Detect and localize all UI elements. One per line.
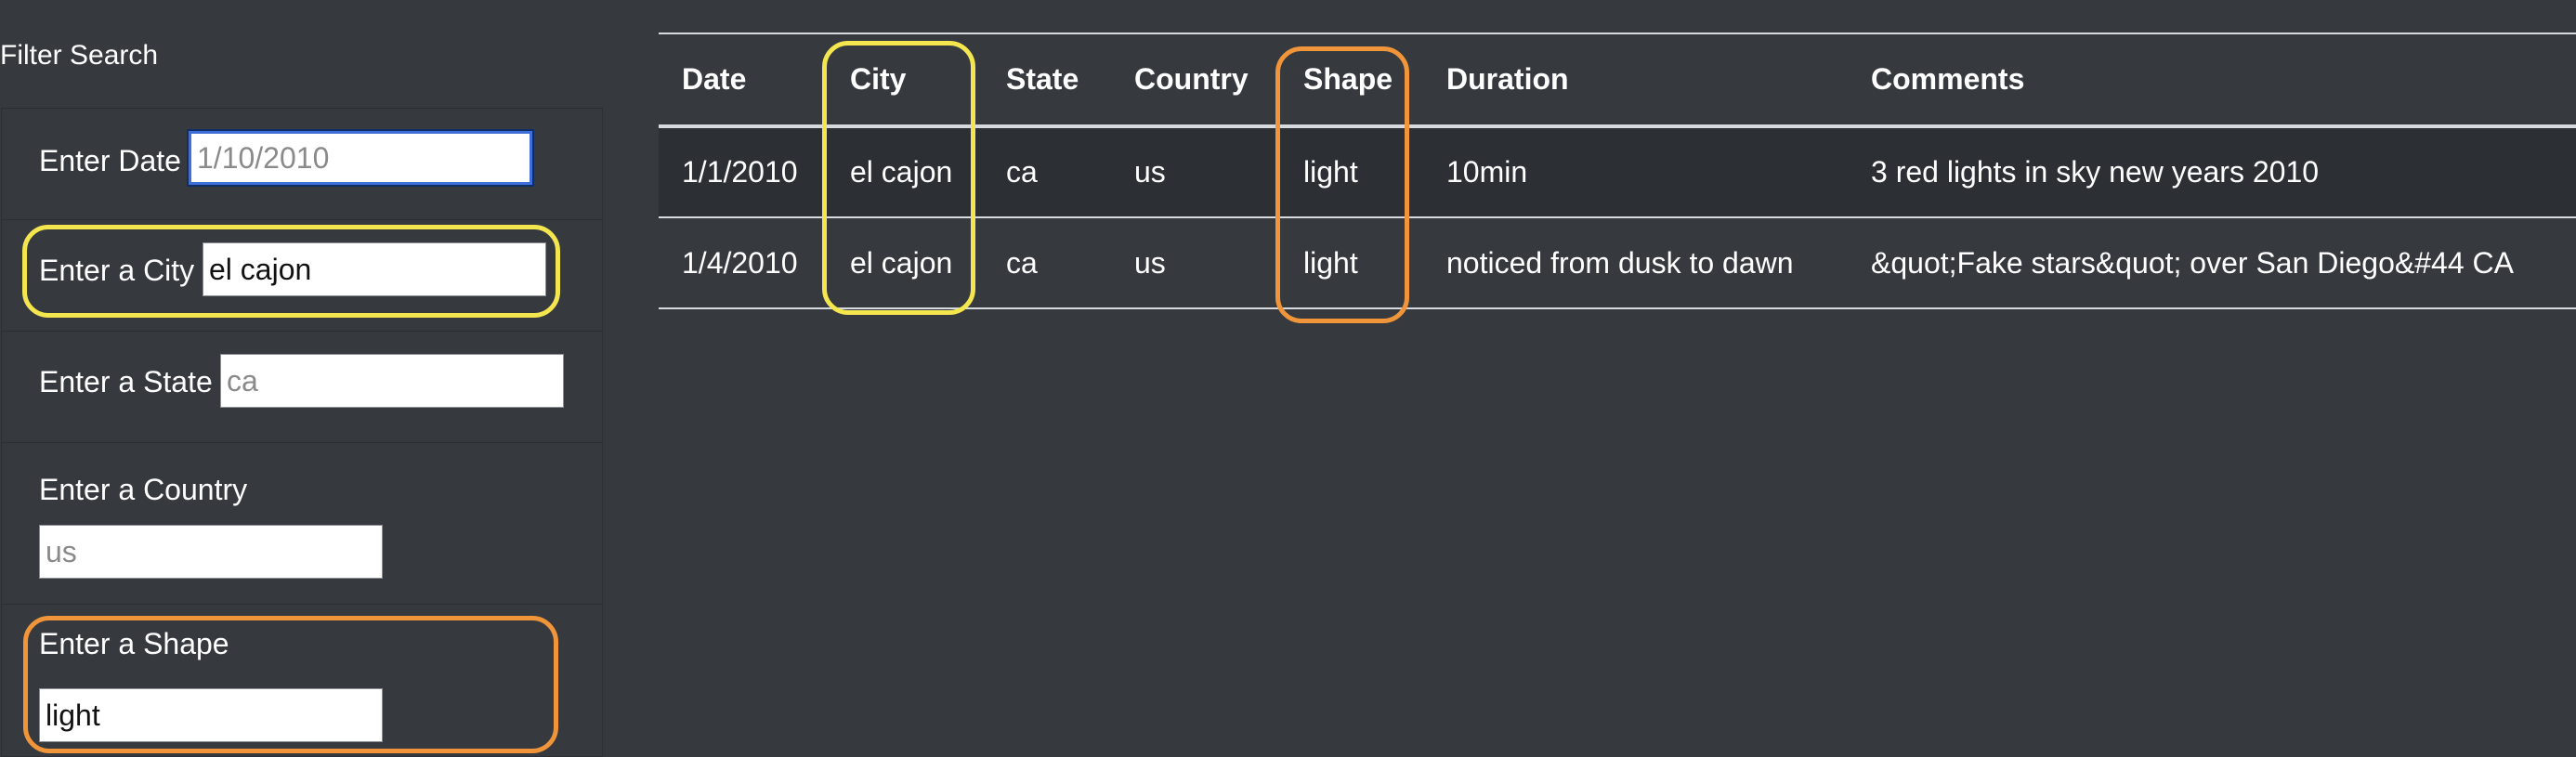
cell-shape: light: [1303, 245, 1358, 280]
date-label: Enter Date: [39, 144, 181, 177]
cell-city: el cajon: [850, 245, 953, 280]
country-input[interactable]: [39, 525, 383, 579]
shape-input[interactable]: [39, 688, 383, 742]
cell-city: el cajon: [850, 155, 953, 189]
filter-search-title: Filter Search: [0, 40, 159, 71]
filter-row-city: Enter a City: [2, 220, 602, 332]
column-header-city: City: [850, 62, 907, 96]
filter-row-shape: Enter a Shape: [2, 605, 602, 757]
cell-state: ca: [1006, 155, 1038, 189]
filter-panel: Enter Date Enter a City Enter a State En…: [1, 108, 603, 757]
cell-country: us: [1134, 155, 1166, 189]
column-header-duration: Duration: [1446, 62, 1569, 96]
column-header-country: Country: [1134, 62, 1249, 96]
cell-date: 1/4/2010: [682, 245, 798, 280]
cell-duration: noticed from dusk to dawn: [1446, 245, 1794, 280]
city-label: Enter a City: [39, 254, 195, 287]
filter-row-country: Enter a Country: [2, 443, 602, 605]
column-header-state: State: [1006, 62, 1079, 96]
country-label: Enter a Country: [39, 473, 248, 506]
table-header-row: Date City State Country Shape Duration C…: [659, 33, 2576, 126]
table-row: 1/1/2010 el cajon ca us light 10min 3 re…: [659, 126, 2576, 217]
filter-row-state: Enter a State: [2, 332, 602, 443]
cell-duration: 10min: [1446, 155, 1528, 189]
cell-shape: light: [1303, 155, 1358, 189]
table-header: Date City State Country Shape Duration C…: [659, 33, 2576, 126]
cell-country: us: [1134, 245, 1166, 280]
results-table: Date City State Country Shape Duration C…: [659, 33, 2576, 309]
shape-label: Enter a Shape: [39, 627, 229, 660]
state-label: Enter a State: [39, 365, 213, 398]
table-row: 1/4/2010 el cajon ca us light noticed fr…: [659, 217, 2576, 308]
column-header-date: Date: [682, 62, 747, 96]
filter-row-date: Enter Date: [2, 109, 602, 220]
results-table-container: Date City State Country Shape Duration C…: [659, 33, 2576, 320]
cell-date: 1/1/2010: [682, 155, 798, 189]
column-header-comments: Comments: [1871, 62, 2025, 96]
cell-comments: &quot;Fake stars&quot; over San Diego&#4…: [1871, 245, 2514, 280]
column-header-shape: Shape: [1303, 62, 1393, 96]
state-input[interactable]: [220, 354, 564, 408]
table-body: 1/1/2010 el cajon ca us light 10min 3 re…: [659, 126, 2576, 308]
date-input[interactable]: [189, 131, 532, 185]
city-input[interactable]: [203, 242, 546, 296]
cell-comments: 3 red lights in sky new years 2010: [1871, 155, 2320, 189]
cell-state: ca: [1006, 245, 1038, 280]
